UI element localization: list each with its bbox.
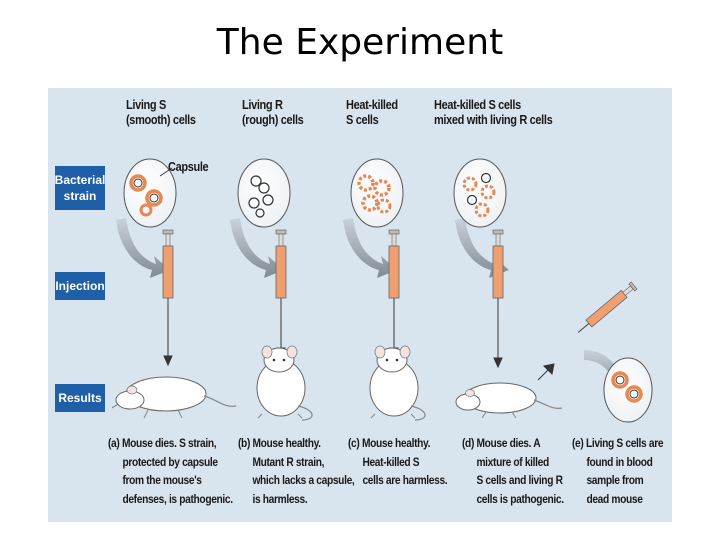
column-header-line: Living S bbox=[126, 98, 166, 112]
petri-dish-blood-sample bbox=[603, 357, 653, 423]
caption-line: sample from bbox=[586, 473, 644, 487]
diagram-artwork bbox=[111, 158, 653, 423]
caption-line: (e) Living S cells are bbox=[572, 436, 664, 450]
dead-mouse-icon bbox=[455, 382, 563, 419]
caption-line: (c) Mouse healthy. bbox=[348, 436, 431, 450]
column-header-living-s: Living S (smooth) cells bbox=[126, 98, 196, 128]
syringe-icon bbox=[492, 229, 504, 320]
syringe-icon bbox=[162, 229, 174, 320]
syringe-icon bbox=[275, 229, 287, 320]
caption-c: (c) Mouse healthy. Heat-killed S cells a… bbox=[348, 434, 448, 490]
healthy-mouse-icon bbox=[256, 345, 313, 421]
column-header-line: Heat-killed S cells bbox=[434, 98, 521, 112]
caption-d: (d) Mouse dies. A mixture of killed S ce… bbox=[462, 434, 564, 508]
caption-line: cells is pathogenic. bbox=[476, 491, 564, 506]
caption-line: (d) Mouse dies. A bbox=[462, 436, 541, 450]
column-header-line: Heat-killed bbox=[346, 98, 398, 112]
caption-line: mixture of killed bbox=[476, 454, 549, 469]
row-label-strain-line1: Bacterial bbox=[54, 173, 106, 187]
down-arrows bbox=[163, 320, 555, 381]
column-header-line: S cells bbox=[346, 113, 379, 127]
caption-line: (a) Mouse dies. S strain, bbox=[108, 436, 217, 450]
row-label-strain-line2: strain bbox=[63, 189, 97, 203]
column-header-line: (smooth) cells bbox=[126, 113, 196, 127]
caption-line: S cells and living R bbox=[476, 473, 563, 487]
dead-mouse-icon bbox=[111, 376, 237, 419]
petri-dish-heat-killed-s bbox=[350, 158, 404, 228]
caption-line: from the mouse's bbox=[122, 473, 202, 487]
caption-line: Mutant R strain, bbox=[252, 454, 325, 469]
caption-line: which lacks a capsule, bbox=[252, 473, 355, 487]
blood-draw-syringe-icon bbox=[577, 281, 638, 333]
experiment-diagram: Bacterial strain Injection Results Livin… bbox=[48, 88, 672, 522]
caption-line: found in blood bbox=[586, 454, 653, 469]
petri-dish-living-s bbox=[123, 158, 177, 228]
caption-line: protected by capsule bbox=[122, 454, 218, 469]
healthy-mouse-icon bbox=[369, 345, 426, 421]
column-header-line: Living R bbox=[242, 98, 283, 112]
caption-line: dead mouse bbox=[586, 491, 643, 506]
caption-line: (b) Mouse healthy. bbox=[238, 436, 321, 450]
column-header-line: mixed with living R cells bbox=[434, 113, 553, 127]
column-header-line: (rough) cells bbox=[242, 113, 304, 127]
row-label-injection: Injection bbox=[55, 272, 105, 300]
column-header-living-r: Living R (rough) cells bbox=[242, 98, 304, 128]
row-label-results: Results bbox=[55, 384, 105, 412]
caption-line: defenses, is pathogenic. bbox=[122, 491, 233, 506]
caption-b: (b) Mouse healthy. Mutant R strain, whic… bbox=[238, 434, 355, 508]
caption-line: is harmless. bbox=[252, 491, 308, 506]
syringe-icon bbox=[388, 229, 400, 320]
petri-dish-mixed bbox=[453, 158, 507, 228]
capsule-label: Capsule bbox=[168, 160, 209, 174]
caption-line: Heat-killed S bbox=[362, 454, 420, 469]
row-label-bacterial-strain: Bacterial strain bbox=[55, 166, 105, 210]
caption-line: cells are harmless. bbox=[362, 473, 448, 487]
column-header-heat-killed-s: Heat-killed S cells bbox=[346, 98, 398, 128]
petri-dish-living-r bbox=[237, 158, 291, 228]
slide-title: The Experiment bbox=[216, 22, 504, 63]
column-header-mixed: Heat-killed S cells mixed with living R … bbox=[434, 98, 553, 128]
caption-a: (a) Mouse dies. S strain, protected by c… bbox=[108, 434, 233, 508]
caption-e: (e) Living S cells are found in blood sa… bbox=[572, 434, 664, 508]
